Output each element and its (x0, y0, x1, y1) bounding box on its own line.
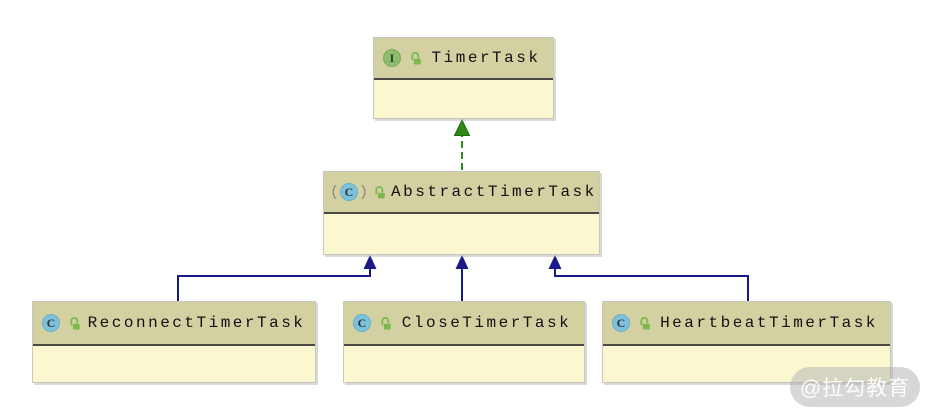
class-name-closetimertask: CloseTimerTask (401, 314, 572, 332)
extends-arrow-close-to-abstract[interactable] (455, 255, 469, 301)
abstract-paren-open: ( (330, 183, 340, 201)
interface-icon: I (383, 49, 401, 67)
unlocked-padlock-icon (411, 51, 421, 64)
class-name-heartbeattimertask: HeartbeatTimerTask (660, 314, 878, 332)
class-header: C HeartbeatTimerTask (603, 302, 890, 346)
class-header: C CloseTimerTask (344, 302, 584, 346)
abstract-paren-close: ) (359, 183, 369, 201)
class-icon: C (612, 314, 630, 332)
unlocked-padlock-icon (640, 316, 650, 329)
extends-arrow-heartbeat-to-abstract[interactable] (548, 255, 749, 301)
class-header: ( C ) AbstractTimerTask (324, 172, 599, 214)
class-box-heartbeattimertask[interactable]: C HeartbeatTimerTask (602, 301, 891, 383)
class-name-timertask: TimerTask (431, 49, 541, 67)
watermark-badge: @拉勾教育 (790, 367, 920, 407)
unlocked-padlock-icon (381, 316, 391, 329)
class-box-abstracttimertask[interactable]: ( C ) AbstractTimerTask (323, 171, 600, 255)
implements-arrow-abstract-to-timertask[interactable] (453, 118, 471, 170)
class-name-abstracttimertask: AbstractTimerTask (391, 183, 597, 201)
class-box-closetimertask[interactable]: C CloseTimerTask (343, 301, 585, 383)
class-icon-letter: C (46, 315, 56, 330)
class-name-reconnecttimertask: ReconnectTimerTask (87, 314, 306, 332)
class-icon: C (42, 314, 60, 332)
class-icon: C (353, 314, 371, 332)
abstract-class-icon: C (340, 183, 359, 201)
watermark-text: @拉勾教育 (799, 377, 911, 400)
class-box-timertask[interactable]: I TimerTask (373, 37, 554, 119)
unlocked-padlock-icon (70, 316, 80, 329)
class-icon-letter: C (357, 315, 367, 330)
class-icon-letter: C (616, 315, 626, 330)
unlocked-padlock-icon (375, 185, 385, 198)
class-icon-letter: C (344, 184, 354, 199)
class-header: I TimerTask (374, 38, 553, 80)
class-header: C ReconnectTimerTask (33, 302, 315, 346)
interface-icon-letter: I (389, 50, 395, 65)
class-box-reconnecttimertask[interactable]: C ReconnectTimerTask (32, 301, 316, 383)
extends-arrow-reconnect-to-abstract[interactable] (177, 255, 377, 301)
